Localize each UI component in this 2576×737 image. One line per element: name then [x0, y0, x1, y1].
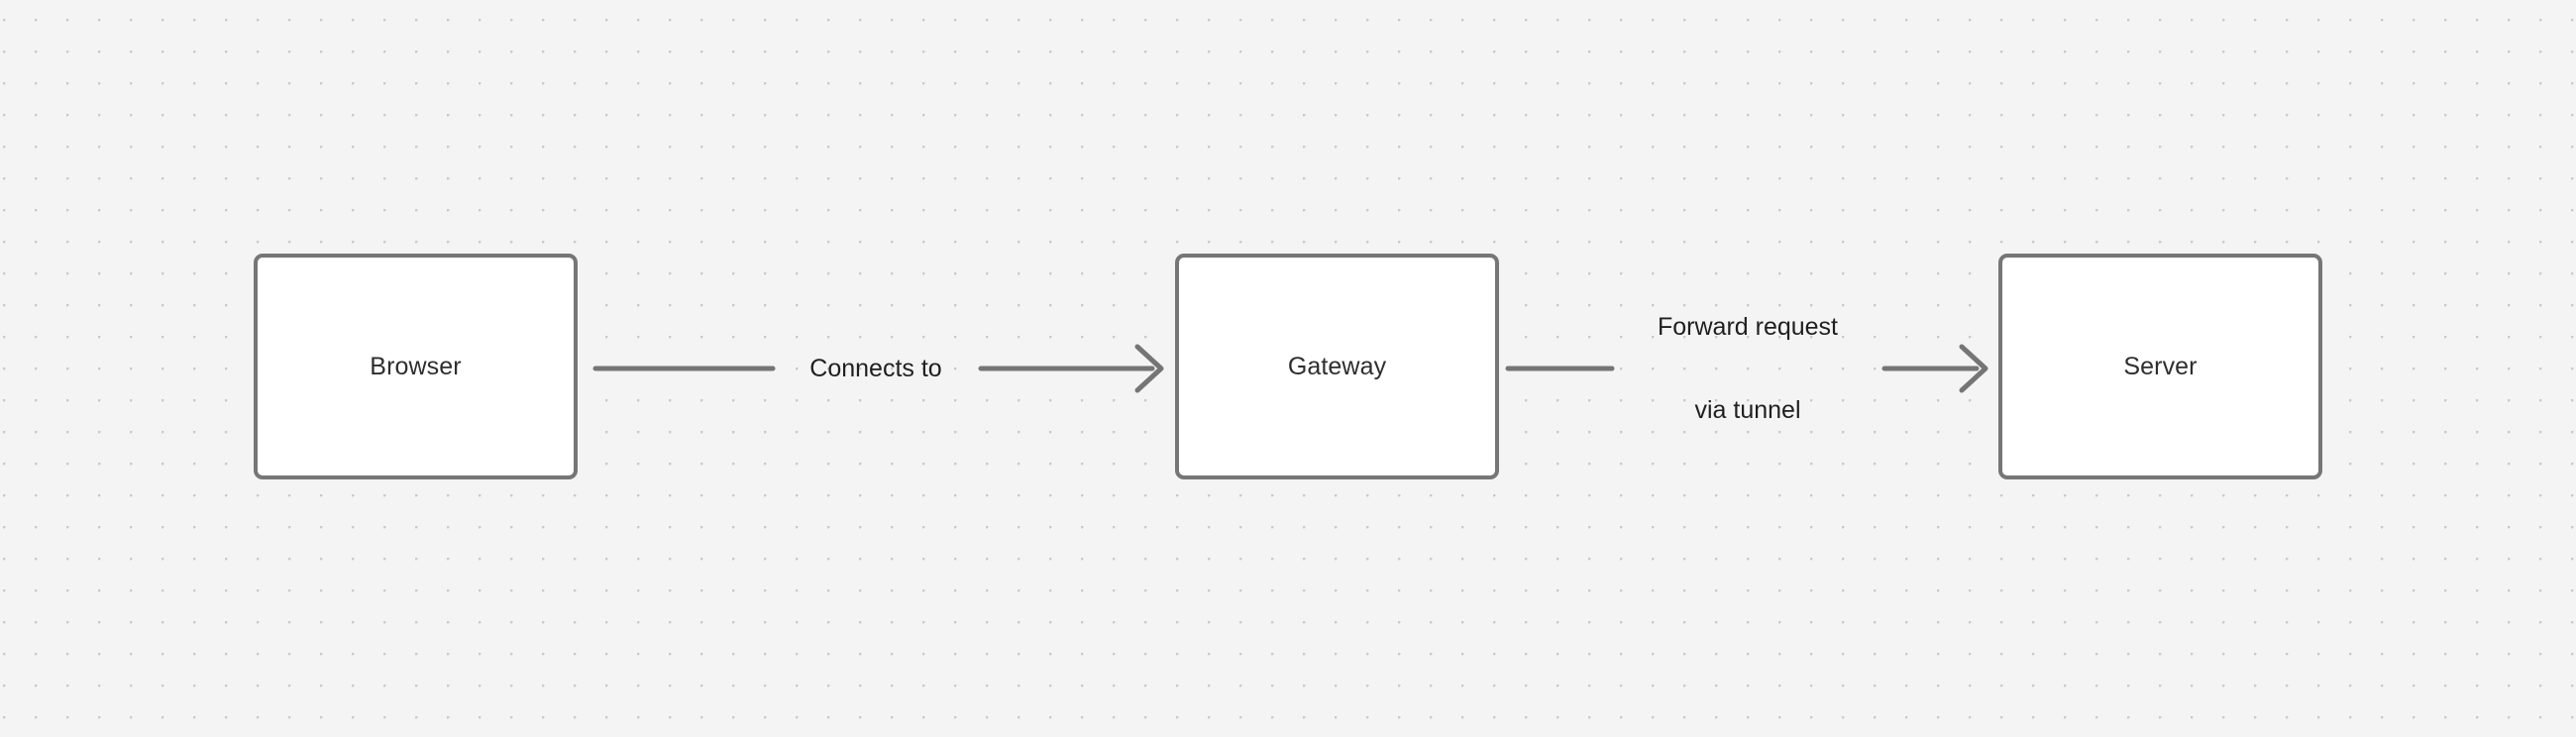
node-label: Gateway — [1287, 353, 1387, 380]
edge-label-line: via tunnel — [1694, 396, 1801, 424]
edge-label-connects-to[interactable]: Connects to — [809, 299, 941, 438]
arrowhead-icon — [1959, 344, 1988, 393]
arrowhead-icon — [1134, 344, 1164, 393]
edge-label-forward-request-via-tunnel[interactable]: Forward request via tunnel — [1658, 258, 1838, 479]
node-browser[interactable]: Browser — [254, 254, 578, 479]
node-gateway[interactable]: Gateway — [1175, 254, 1499, 479]
node-label: Server — [2123, 353, 2198, 380]
edge-label-line: Connects to — [809, 355, 942, 382]
node-label: Browser — [370, 353, 462, 380]
node-server[interactable]: Server — [1998, 254, 2322, 479]
edge-label-line: Forward request — [1657, 313, 1839, 341]
